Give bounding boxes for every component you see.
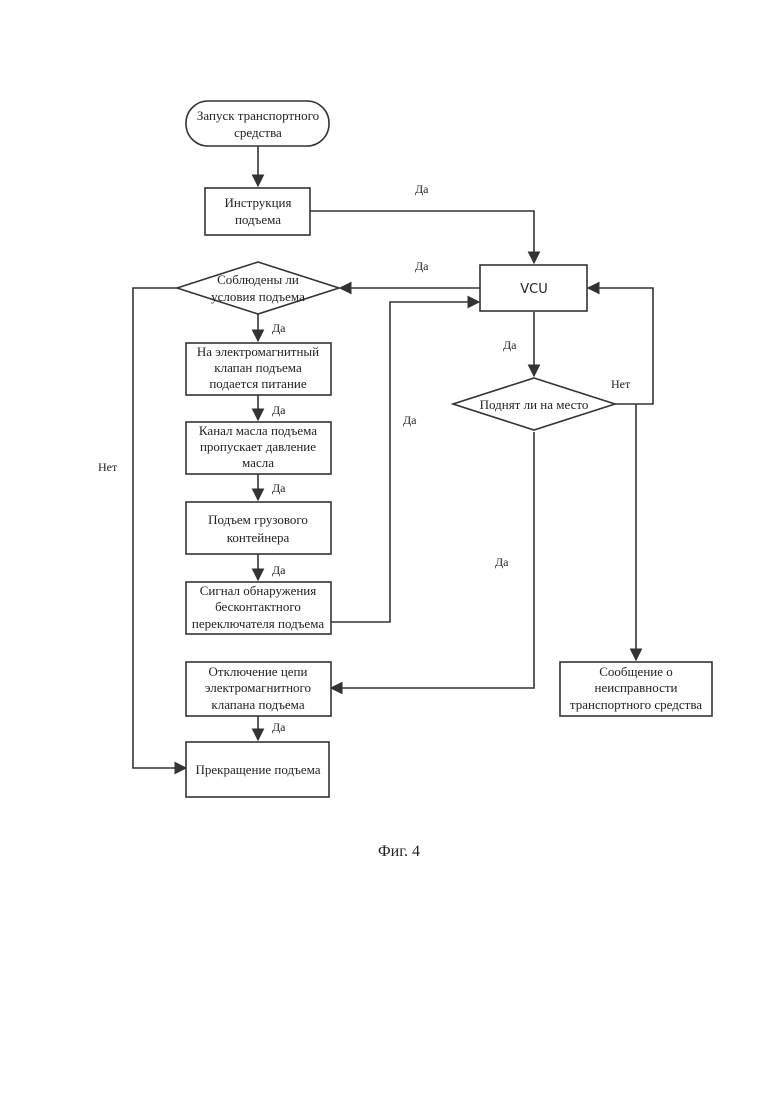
node-switch-signal-line-2: бесконтактного (215, 599, 301, 614)
edge-label-container-to-switch: Да (272, 563, 286, 577)
edge-label-conditions-to-valve: Да (272, 321, 286, 335)
edge-label-conditions-no: Нет (98, 460, 118, 474)
node-raised-check-label: Поднят ли на место (480, 397, 589, 412)
node-valve-power: На электромагнитный клапан подъема подае… (186, 343, 331, 395)
edge-label-switch-to-vcu: Да (403, 413, 417, 427)
edge-label-circuit-to-stop: Да (272, 720, 286, 734)
node-vcu: VCU (480, 265, 587, 311)
edge-conditions-no-to-stop (133, 288, 186, 768)
node-lift-conditions-line-1: Соблюдены ли (217, 272, 299, 287)
edge-label-raised-yes: Да (495, 555, 509, 569)
node-start-line-1: Запуск транспортного (197, 108, 319, 123)
node-fault-message-line-1: Сообщение о (599, 664, 673, 679)
node-circuit-off-line-2: электромагнитного (205, 680, 311, 695)
figure-caption: Фиг. 4 (378, 843, 420, 860)
edge-label-vcu-to-raised: Да (503, 338, 517, 352)
node-lift-instruction-line-2: подъема (235, 212, 281, 227)
node-container-lift: Подъем грузового контейнера (186, 502, 331, 554)
edge-instruction-to-vcu (310, 211, 534, 263)
node-start: Запуск транспортного средства (186, 101, 329, 146)
node-lift-instruction: Инструкция подъема (205, 188, 310, 235)
node-circuit-off-line-3: клапана подъема (211, 697, 304, 712)
node-stop-lift-label: Прекращение подъема (195, 762, 320, 777)
node-circuit-off-line-1: Отключение цепи (209, 664, 308, 679)
node-fault-message: Сообщение о неисправности транспортного … (560, 662, 712, 716)
node-switch-signal-line-3: переключателя подъема (192, 616, 324, 631)
node-start-line-2: средства (234, 125, 282, 140)
node-container-lift-line-1: Подъем грузового (208, 512, 308, 527)
node-vcu-label: VCU (520, 282, 548, 297)
node-valve-power-line-1: На электромагнитный (197, 344, 319, 359)
node-oil-channel-line-3: масла (242, 455, 274, 470)
node-valve-power-line-3: подается питание (209, 376, 307, 391)
edge-switch-to-vcu (331, 302, 479, 622)
node-valve-power-line-2: клапан подъема (214, 360, 302, 375)
node-lift-instruction-line-1: Инструкция (225, 195, 292, 210)
node-fault-message-line-3: транспортного средства (570, 697, 702, 712)
edge-label-valve-to-oil: Да (272, 403, 286, 417)
node-oil-channel-line-2: пропускает давление (200, 439, 316, 454)
edge-label-oil-to-container: Да (272, 481, 286, 495)
node-fault-message-line-2: неисправности (594, 680, 677, 695)
edge-label-instruction-to-vcu: Да (415, 182, 429, 196)
edge-label-vcu-to-conditions: Да (415, 259, 429, 273)
decision-shape (177, 262, 339, 314)
node-oil-channel: Канал масла подъема пропускает давление … (186, 422, 331, 474)
node-oil-channel-line-1: Канал масла подъема (199, 423, 317, 438)
process-shape (186, 502, 331, 554)
node-lift-conditions-line-2: условия подъема (211, 289, 305, 304)
node-switch-signal: Сигнал обнаружения бесконтактного перекл… (186, 582, 331, 634)
node-stop-lift: Прекращение подъема (186, 742, 329, 797)
node-lift-conditions: Соблюдены ли условия подъема (177, 262, 339, 314)
node-container-lift-line-2: контейнера (227, 530, 290, 545)
edge-label-raised-no: Нет (611, 377, 631, 391)
node-circuit-off: Отключение цепи электромагнитного клапан… (186, 662, 331, 716)
node-raised-check: Поднят ли на место (453, 378, 615, 430)
node-switch-signal-line-1: Сигнал обнаружения (200, 583, 317, 598)
